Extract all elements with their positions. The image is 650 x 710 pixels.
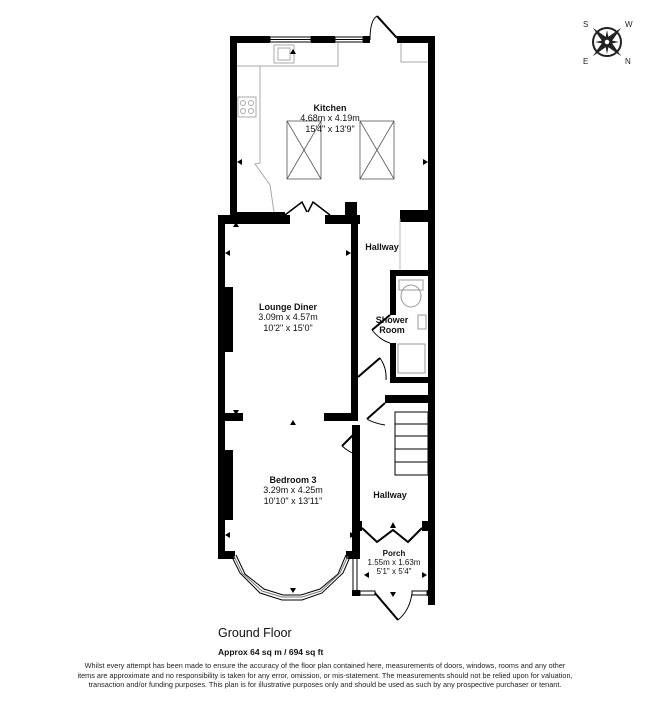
room-name: Hallway <box>365 242 399 252</box>
room-name: Hallway <box>373 490 407 500</box>
room-name: Kitchen <box>313 103 347 113</box>
kitchen-skylights <box>286 120 395 180</box>
compass-rose-icon: S W E N <box>583 20 633 66</box>
porch-doors <box>361 527 423 621</box>
measurement-markers <box>225 49 428 597</box>
kitchen-windows <box>269 36 364 43</box>
floor-area: Approx 64 sq m / 694 sq ft <box>218 647 324 657</box>
kitchen-back-door <box>369 15 398 41</box>
room-imperial: 15'4" x 13'9" <box>305 123 355 134</box>
hallway-walls <box>352 210 435 605</box>
room-metric: 1.55m x 1.63m <box>367 558 421 568</box>
kitchen-worktop <box>237 43 428 213</box>
porch-windows <box>352 556 434 596</box>
room-label-lounge-diner: Lounge Diner 3.09m x 4.57m 10'2" x 15'0" <box>238 302 338 333</box>
room-label-shower-room: Shower Room <box>370 315 414 336</box>
room-name: Lounge Diner <box>259 302 317 312</box>
bedroom-bay-window <box>231 554 351 601</box>
shower-fixtures <box>397 219 427 374</box>
compass-letter-w: W <box>625 20 633 29</box>
room-name: Bedroom 3 <box>269 475 317 485</box>
floor-title: Ground Floor <box>218 626 292 640</box>
room-label-porch: Porch 1.55m x 1.63m 5'1" x 5'4" <box>363 549 425 577</box>
room-label-hallway-upper: Hallway <box>360 242 404 252</box>
room-metric: 3.29m x 4.25m <box>263 485 323 496</box>
room-label-kitchen: Kitchen 4.68m x 4.19m 15'4" x 13'9" <box>280 103 380 134</box>
compass-letter-s: S <box>583 20 588 29</box>
room-imperial: 5'1" x 5'4" <box>376 567 412 577</box>
room-metric: 3.09m x 4.57m <box>258 312 318 323</box>
bedroom-walls <box>218 413 360 559</box>
lounge-double-door <box>284 200 331 216</box>
room-imperial: 10'2" x 15'0" <box>263 322 313 333</box>
room-name: Porch <box>382 549 406 558</box>
room-label-hallway-lower: Hallway <box>368 490 412 500</box>
room-metric: 4.68m x 4.19m <box>300 113 360 124</box>
internal-doors <box>341 314 391 456</box>
porch-walls <box>352 521 435 596</box>
disclaimer-text: Whilst every attempt has been made to en… <box>77 661 573 690</box>
compass-letter-n: N <box>625 57 631 66</box>
room-name: Shower <box>375 315 409 325</box>
compass-letter-e: E <box>583 57 588 66</box>
room-imperial: 10'10" x 13'11" <box>263 495 323 506</box>
stairs <box>394 411 429 476</box>
room-label-bedroom-3: Bedroom 3 3.29m x 4.25m 10'10" x 13'11" <box>238 475 348 506</box>
room-name-line2: Room <box>379 325 405 336</box>
lounge-walls <box>218 215 360 445</box>
